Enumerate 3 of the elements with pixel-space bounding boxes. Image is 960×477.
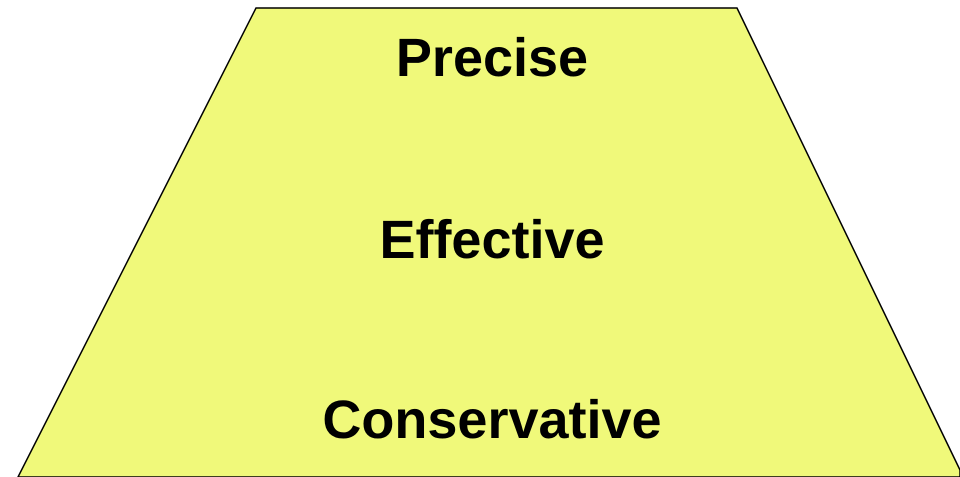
level-label: Effective [378, 209, 606, 272]
level-label: Precise [394, 27, 590, 90]
level-label: Conservative [321, 389, 663, 452]
